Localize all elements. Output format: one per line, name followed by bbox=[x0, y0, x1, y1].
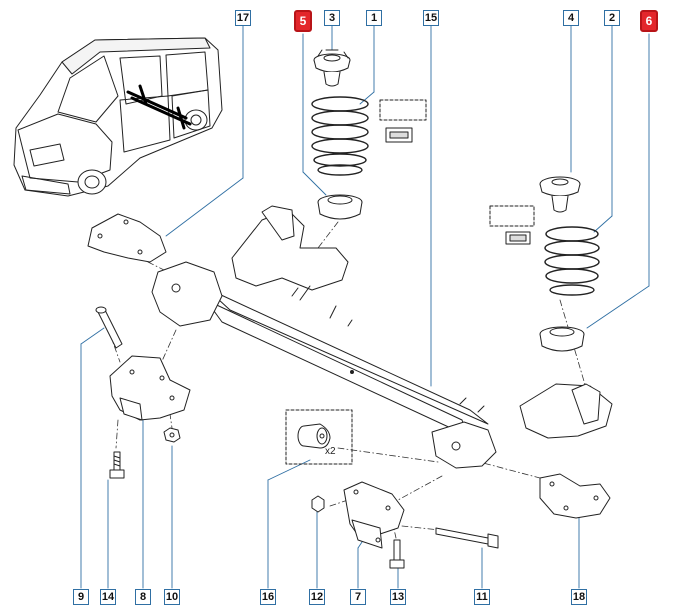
callout-15[interactable]: 15 bbox=[423, 10, 439, 26]
rear-axle-beam bbox=[151, 205, 613, 469]
callout-4[interactable]: 4 bbox=[563, 10, 579, 26]
callout-3[interactable]: 3 bbox=[324, 10, 340, 26]
lower-spring-pad-right bbox=[539, 326, 585, 352]
upper-spring-seat-right bbox=[539, 176, 581, 213]
callout-18[interactable]: 18 bbox=[571, 589, 587, 605]
quantity-label: x2 bbox=[325, 446, 336, 457]
coil-spring-right bbox=[544, 226, 600, 296]
silent-block-bushing bbox=[285, 409, 353, 465]
long-bolt bbox=[95, 306, 123, 349]
callout-12[interactable]: 12 bbox=[309, 589, 325, 605]
lower-spring-pad-left bbox=[317, 194, 363, 220]
mounting-bracket-right bbox=[343, 481, 405, 549]
callout-17[interactable]: 17 bbox=[235, 10, 251, 26]
nut-right bbox=[311, 495, 325, 513]
callout-13[interactable]: 13 bbox=[390, 589, 406, 605]
bolt-left bbox=[109, 451, 125, 479]
callout-6[interactable]: 6 bbox=[640, 10, 658, 32]
vehicle-illustration bbox=[13, 37, 223, 197]
reinforcement-plate-left bbox=[87, 213, 167, 263]
upper-spring-seat-left bbox=[313, 49, 351, 87]
spring-marking-left bbox=[379, 99, 427, 143]
reinforcement-plate-right bbox=[539, 473, 611, 519]
bolt-right bbox=[389, 539, 405, 569]
callout-5[interactable]: 5 bbox=[294, 10, 312, 32]
callout-9[interactable]: 9 bbox=[73, 589, 89, 605]
callout-11[interactable]: 11 bbox=[474, 589, 490, 605]
callout-1[interactable]: 1 bbox=[366, 10, 382, 26]
callout-8[interactable]: 8 bbox=[135, 589, 151, 605]
long-bolt-right bbox=[435, 527, 499, 549]
callout-7[interactable]: 7 bbox=[350, 589, 366, 605]
callout-10[interactable]: 10 bbox=[164, 589, 180, 605]
coil-spring-left bbox=[311, 96, 369, 176]
mounting-bracket-left bbox=[109, 355, 191, 421]
nut-left bbox=[163, 427, 181, 443]
callout-2[interactable]: 2 bbox=[604, 10, 620, 26]
callout-14[interactable]: 14 bbox=[100, 589, 116, 605]
callout-16[interactable]: 16 bbox=[260, 589, 276, 605]
leader-lines bbox=[80, 25, 650, 589]
spring-marking-right bbox=[489, 205, 535, 245]
